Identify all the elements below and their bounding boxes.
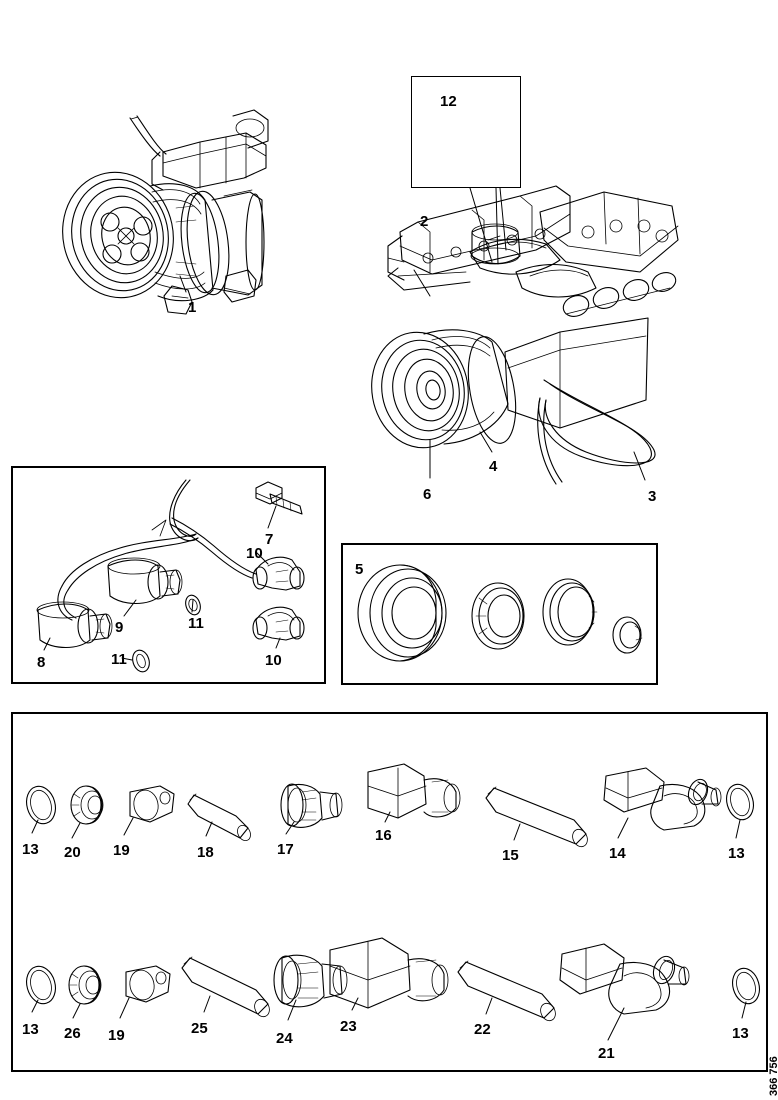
- callout-20: 20: [64, 844, 81, 861]
- callout-21: 21: [598, 1045, 615, 1062]
- callout-1: 1: [188, 299, 197, 316]
- seal-panel-frame: [341, 543, 658, 685]
- callout-23: 23: [340, 1018, 357, 1035]
- callout-2: 2: [420, 213, 429, 230]
- figure-id-label: 366 756: [768, 1056, 778, 1096]
- callout-10a: 10: [246, 545, 263, 562]
- callout-5: 5: [355, 561, 364, 578]
- callout-13-ll: 13: [22, 1021, 39, 1038]
- switch-panel-frame: [11, 466, 326, 684]
- compressor-assembly-art: [62, 109, 269, 315]
- callout-18: 18: [197, 844, 214, 861]
- callout-13-ur: 13: [728, 845, 745, 862]
- engine-assembly-art: [371, 185, 679, 485]
- callout-12: 12: [440, 93, 457, 110]
- callout-25: 25: [191, 1020, 208, 1037]
- callout-11b: 11: [111, 651, 127, 668]
- callout-26: 26: [64, 1025, 81, 1042]
- hose-panel-frame: [11, 712, 768, 1072]
- callout-6: 6: [423, 486, 432, 503]
- callout-11a: 11: [188, 615, 204, 632]
- callout-16: 16: [375, 827, 392, 844]
- callout-19-u: 19: [113, 842, 130, 859]
- valve-inset-box: [411, 76, 521, 188]
- callout-7: 7: [265, 531, 274, 548]
- callout-9: 9: [115, 619, 124, 636]
- callout-15: 15: [502, 847, 519, 864]
- callout-3: 3: [648, 488, 657, 505]
- callout-13-ul: 13: [22, 841, 39, 858]
- callout-4: 4: [489, 458, 498, 475]
- callout-19-l: 19: [108, 1027, 125, 1044]
- callout-24: 24: [276, 1030, 293, 1047]
- callout-13-lr: 13: [732, 1025, 749, 1042]
- callout-17: 17: [277, 841, 294, 858]
- callout-10b: 10: [265, 652, 282, 669]
- callout-22: 22: [474, 1021, 491, 1038]
- callout-14: 14: [609, 845, 626, 862]
- callout-8: 8: [37, 654, 46, 671]
